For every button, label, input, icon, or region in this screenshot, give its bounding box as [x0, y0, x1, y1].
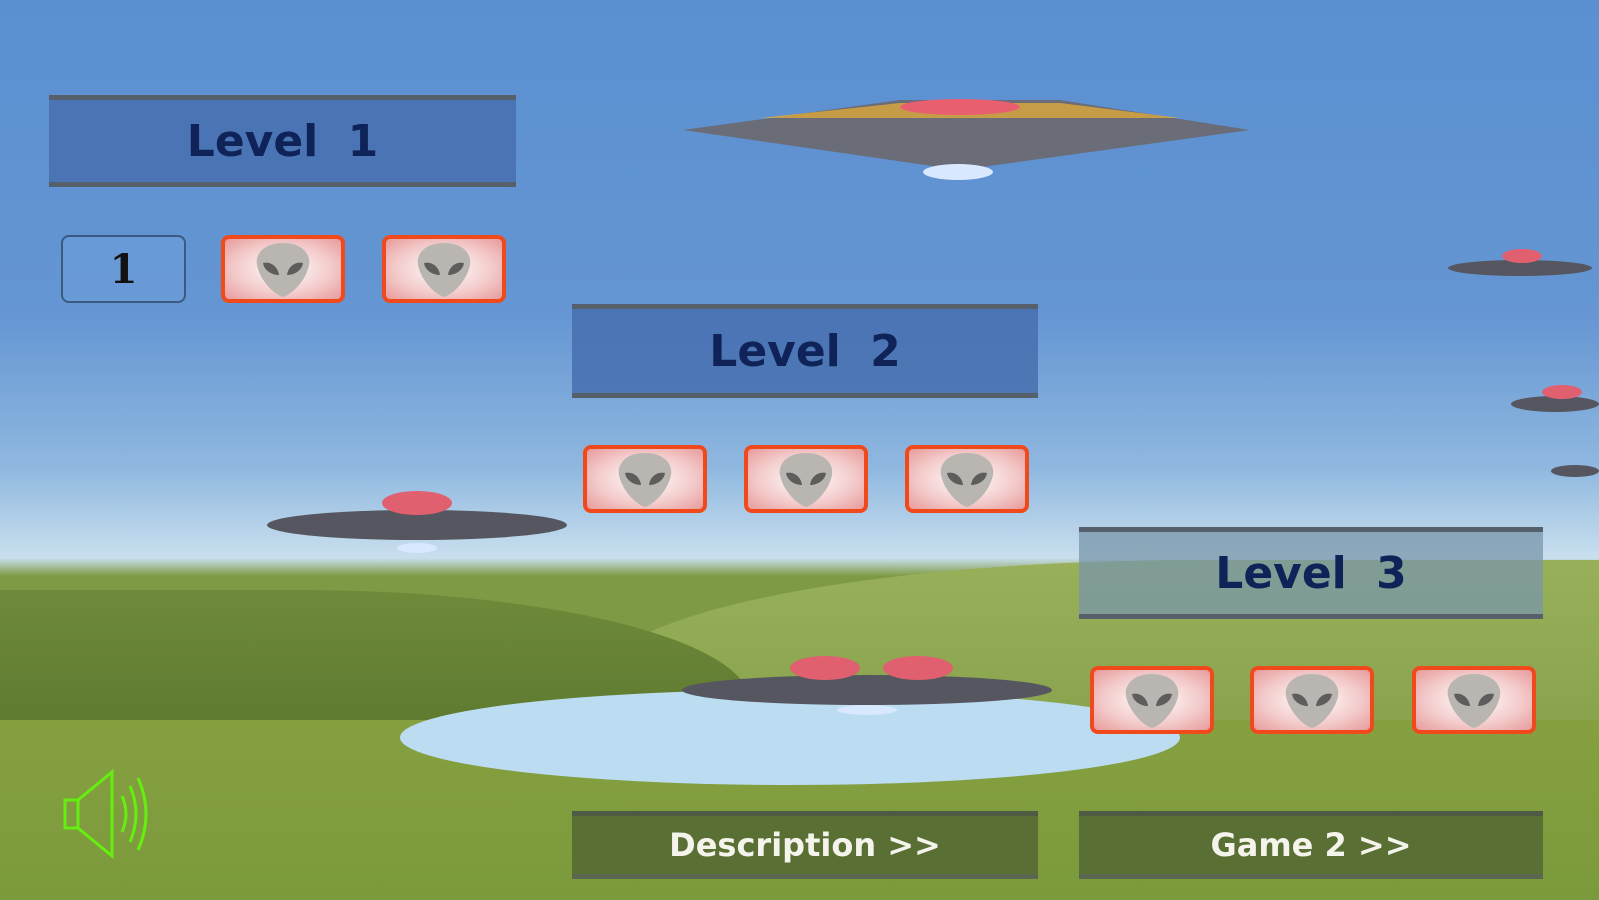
- alien-icon: [256, 243, 310, 297]
- level-3-alien-button-1[interactable]: [1090, 666, 1214, 734]
- level-1-alien-button-2[interactable]: [382, 235, 506, 303]
- level-2-alien-button-2[interactable]: [744, 445, 868, 513]
- alien-icon: [779, 453, 833, 507]
- alien-icon: [1447, 674, 1501, 728]
- level-1-header: Level 1: [49, 95, 516, 187]
- background-lake: [400, 690, 1180, 785]
- level-2-alien-button-3[interactable]: [905, 445, 1029, 513]
- alien-icon: [1125, 674, 1179, 728]
- ufo-bottom: [682, 656, 1052, 715]
- speaker-icon[interactable]: [60, 768, 150, 860]
- level-1-alien-button-1[interactable]: [221, 235, 345, 303]
- level-2-alien-button-1[interactable]: [583, 445, 707, 513]
- alien-icon: [417, 243, 471, 297]
- level-1-score: 1: [61, 235, 186, 303]
- next-game-button[interactable]: Game 2 >>: [1079, 811, 1543, 879]
- level-3-header: Level 3: [1079, 527, 1543, 619]
- ufo-large: [683, 99, 1250, 180]
- level-3-alien-button-2[interactable]: [1250, 666, 1374, 734]
- level-2-header: Level 2: [572, 304, 1038, 398]
- ufo-left: [267, 491, 567, 553]
- alien-icon: [618, 453, 672, 507]
- alien-icon: [940, 453, 994, 507]
- ufo-small: [1448, 249, 1599, 477]
- description-button[interactable]: Description >>: [572, 811, 1038, 879]
- alien-icon: [1285, 674, 1339, 728]
- level-3-alien-button-3[interactable]: [1412, 666, 1536, 734]
